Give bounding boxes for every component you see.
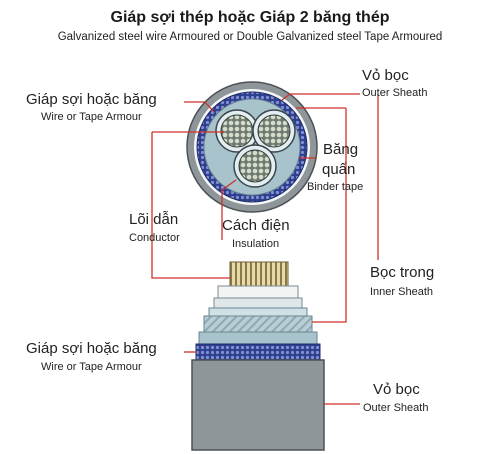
label-conductor-vn: Lõi dẫn — [129, 211, 179, 228]
label-binder-tape-vn-2: quấn — [322, 161, 356, 178]
outer-sheath-layer — [191, 359, 325, 451]
leader-outer-sheath-top — [281, 93, 360, 101]
label-armour-bottom-vn: Giáp sợi hoặc băng — [26, 340, 157, 357]
leader-insulation — [221, 179, 237, 240]
label-insulation-vn: Cách điện — [222, 217, 290, 234]
conductor-core-1 — [220, 114, 254, 148]
label-armour-top-vn: Giáp sợi hoặc băng — [26, 91, 157, 108]
leader-lines — [151, 93, 379, 405]
label-armour-bottom-en: Wire or Tape Armour — [41, 361, 142, 373]
armour-layer — [195, 343, 321, 361]
label-binder-tape-vn-1: Băng — [323, 141, 359, 158]
page-title: Giáp sợi thép hoặc Giáp 2 băng thép — [110, 9, 390, 26]
inner-sheath-layer — [203, 315, 313, 333]
cable-cross-section — [186, 81, 318, 213]
insulation-layer — [217, 285, 299, 299]
leader-conductor-side — [151, 132, 230, 279]
insulation-layer-2 — [213, 297, 303, 309]
label-outer-sheath-bottom-vn: Vỏ bọc — [373, 381, 420, 398]
label-outer-sheath-top-vn: Vỏ bọc — [362, 67, 409, 84]
cable-side-view — [191, 261, 325, 451]
label-insulation-en: Insulation — [232, 238, 280, 250]
label-inner-sheath-vn: Bọc trong — [370, 264, 435, 281]
binder-tape-layer — [208, 307, 308, 317]
label-outer-sheath-top-en: Outer Sheath — [362, 87, 428, 99]
label-inner-sheath-en: Inner Sheath — [370, 286, 433, 298]
label-armour-top-en: Wire or Tape Armour — [41, 111, 142, 123]
label-binder-tape-en: Binder tape — [307, 181, 364, 193]
label-conductor-en: Conductor — [129, 232, 180, 244]
conductor-wires — [229, 261, 289, 287]
label-outer-sheath-bottom-en: Outer Sheath — [363, 402, 429, 414]
leader-inner-sheath — [312, 108, 347, 323]
conductor-core-2 — [257, 114, 291, 148]
conductor-core-3 — [238, 149, 272, 183]
inner-sheath-layer-2 — [198, 331, 318, 345]
leader-armour-top — [184, 101, 215, 113]
page-subtitle: Galvanized steel wire Armoured or Double… — [57, 31, 443, 43]
